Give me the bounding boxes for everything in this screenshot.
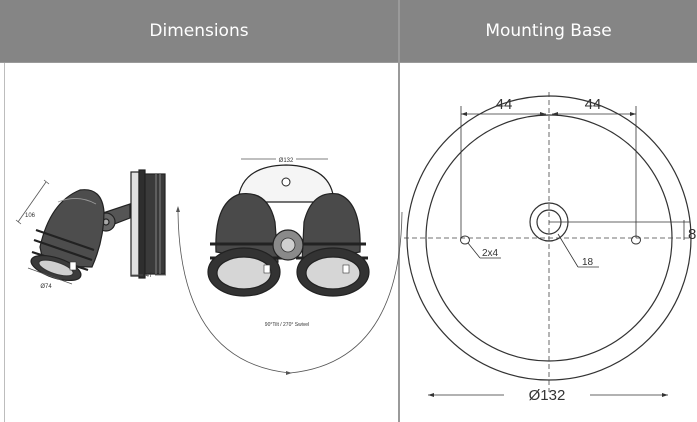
- spotlight-front-view: 90°Tilt / 270° Swivel Ø132: [176, 158, 403, 375]
- height-dimension: [15, 179, 50, 225]
- center-hole-label: 18: [582, 257, 594, 268]
- column-divider: [398, 0, 400, 422]
- left-border: [4, 63, 5, 422]
- left-mount-hole: [460, 235, 470, 245]
- right-mount-hole: [631, 235, 641, 245]
- right-offset-label: 44: [585, 96, 602, 113]
- depth-label: 47: [146, 273, 153, 279]
- front-diameter-dimension: [27, 267, 73, 285]
- dimensions-header-label: Dimensions: [149, 21, 249, 41]
- header-divider: [0, 62, 697, 63]
- mounting-base-drawing: 44 44 2x4 18 8 Ø132: [404, 92, 696, 404]
- holes-label: 2x4: [482, 248, 499, 259]
- base-diameter-label: Ø132: [529, 387, 566, 404]
- top-diameter-label: Ø132: [279, 158, 294, 164]
- height-label: 106: [25, 213, 36, 219]
- dimensions-drawing: 106 Ø74 47 90°Tilt /: [15, 158, 403, 375]
- left-offset-label: 44: [496, 96, 513, 113]
- side-offset-label: 8: [688, 226, 696, 243]
- mounting-base-header: Mounting Base: [400, 0, 697, 62]
- front-diameter-label: Ø74: [40, 284, 52, 290]
- spotlight-side-view: [30, 169, 166, 282]
- dimensions-header: Dimensions: [0, 0, 398, 62]
- rotation-note: 90°Tilt / 270° Swivel: [265, 322, 309, 328]
- mounting-base-header-label: Mounting Base: [485, 21, 612, 41]
